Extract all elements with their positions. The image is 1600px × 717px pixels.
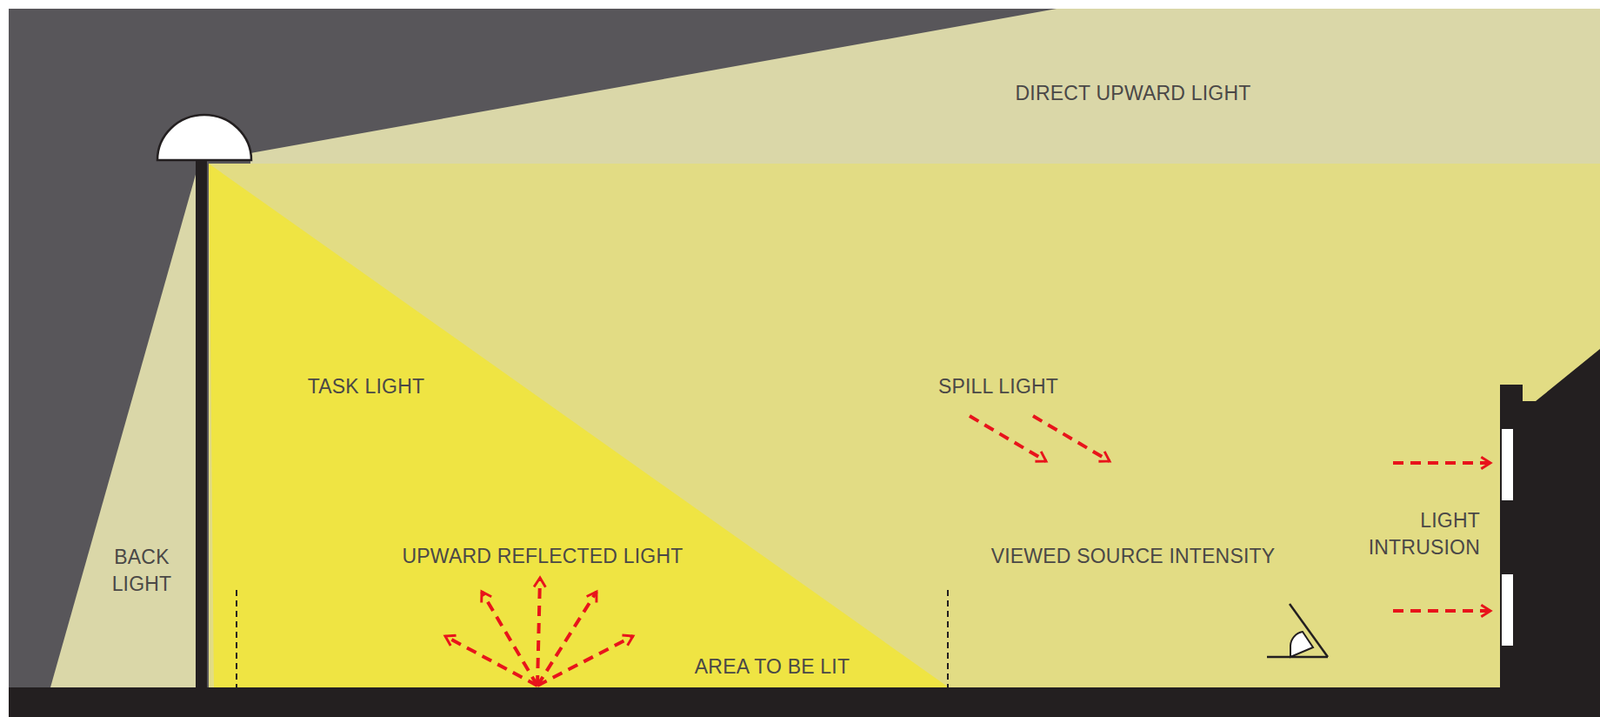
- direct-upward-light-zone: [250, 8, 1600, 164]
- zone-label: DIRECT UPWARD LIGHT: [1015, 80, 1252, 107]
- task-light-zone: [208, 163, 949, 687]
- lamp-head: [157, 114, 252, 160]
- ground: [8, 686, 1600, 717]
- window: [1501, 428, 1514, 500]
- building: [1500, 348, 1600, 687]
- zone-label: SPILL LIGHT: [938, 373, 1059, 400]
- zone-label: LIGHT INTRUSION: [1368, 506, 1480, 561]
- window: [1501, 573, 1514, 646]
- eye-symbol: [1266, 603, 1328, 657]
- zone-label: AREA TO BE LIT: [694, 653, 850, 680]
- zone-label: BACK LIGHT: [112, 543, 173, 598]
- zone-label: TASK LIGHT: [307, 373, 426, 400]
- night-sky: [8, 8, 1600, 717]
- zone-label: UPWARD REFLECTED LIGHT: [401, 542, 683, 570]
- lamp-pole: [195, 160, 207, 687]
- back-light-zone: [50, 165, 199, 687]
- spill-light-zone: [208, 163, 1600, 687]
- area-boundary: [946, 589, 949, 687]
- zone-label: VIEWED SOURCE INTENSITY: [991, 542, 1276, 570]
- area-boundary: [235, 589, 238, 687]
